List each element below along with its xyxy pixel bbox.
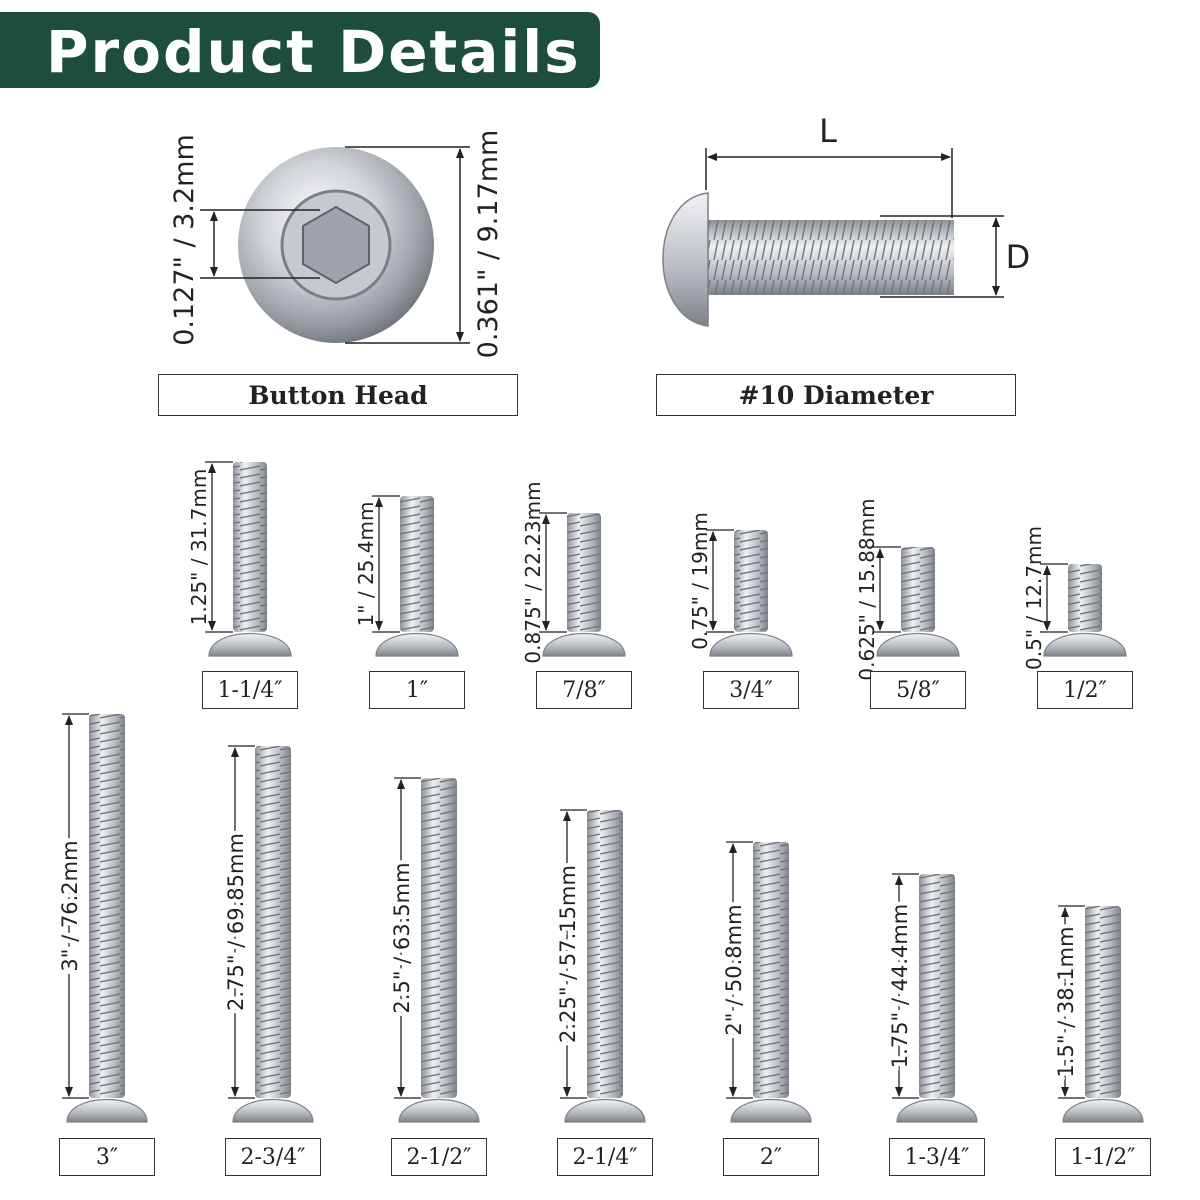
screw-thread	[1068, 564, 1102, 632]
screw-row1-1: 1.25" / 31.7mm	[187, 461, 292, 657]
screw-thread	[919, 874, 955, 1098]
screw-row2-1: 3" / 76.2mm	[54, 713, 148, 1123]
size-label-row1-4: 3/4″	[703, 671, 799, 709]
screw-head	[730, 1098, 812, 1123]
size-label-row1-2: 1″	[369, 671, 465, 709]
size-label-row2-4: 2-1/4″	[557, 1138, 653, 1176]
dim-text: 3" / 76.2mm	[58, 840, 82, 971]
screw-row2-2: 2.75" / 69.85mm	[220, 745, 314, 1123]
page-title: Product Details	[46, 18, 581, 86]
dim-text: 2.25" / 57.15mm	[556, 865, 580, 1043]
size-label-row1-1: 1-1/4″	[202, 671, 298, 709]
size-label-row1-3: 7/8″	[536, 671, 632, 709]
size-label-row2-2: 2-3/4″	[225, 1138, 321, 1176]
dim-text: 0.875" / 22.23mm	[521, 481, 545, 663]
screw-thread	[255, 746, 291, 1098]
row2-screws: 3" / 76.2mm 2.75" / 69.85mm 2.5" / 63.5mm 2…	[54, 713, 1144, 1123]
screw-thread	[753, 842, 789, 1098]
screw-row2-5: 2" / 50.8mm	[718, 841, 812, 1123]
screw-head	[876, 632, 960, 657]
screw-head	[208, 632, 292, 657]
screw-row2-7: 1.5" / 38.1mm	[1050, 905, 1144, 1123]
screw-thread	[587, 810, 623, 1098]
dim-text: 1" / 25.4mm	[354, 502, 378, 627]
size-label-row2-6: 1-3/4″	[889, 1138, 985, 1176]
dim-text: 1.75" / 44.4mm	[888, 904, 912, 1069]
screw-head	[896, 1098, 978, 1123]
screw-thread	[1085, 906, 1121, 1098]
screw-head	[564, 1098, 646, 1123]
screw-head	[375, 632, 459, 657]
head-dimension-text: 0.361" / 9.17mm	[473, 130, 504, 359]
hex-socket-icon	[302, 205, 370, 285]
screw-thread	[567, 513, 601, 632]
screw-head	[1043, 632, 1127, 657]
screw-head	[398, 1098, 480, 1123]
button-head-top-view: 0.127" / 3.2mm 0.361" / 9.17mm	[169, 130, 504, 359]
screw-row1-5: 0.625" / 15.88mm	[855, 498, 960, 681]
screw-head	[709, 632, 793, 657]
screw-row1-6: 0.5" / 12.7mm	[1022, 526, 1127, 670]
screw-head	[542, 632, 626, 657]
diameter-symbol: D	[1006, 238, 1031, 276]
screw-thread	[89, 714, 125, 1098]
screw-thread	[901, 547, 935, 632]
dim-text: 0.75" / 19mm	[688, 512, 712, 650]
screw-side-view: L D	[662, 112, 1031, 327]
header-banner: Product Details	[0, 12, 600, 88]
dim-text: 2" / 50.8mm	[722, 904, 746, 1035]
button-head-label: Button Head	[158, 374, 518, 416]
screw-thread	[421, 778, 457, 1098]
side-view-head	[662, 192, 709, 327]
dim-text: 1.25" / 31.7mm	[187, 469, 211, 626]
screw-thread	[233, 462, 267, 632]
screw-row1-4: 0.75" / 19mm	[688, 512, 793, 657]
diameter-label: #10 Diameter	[656, 374, 1016, 416]
screw-head	[66, 1098, 148, 1123]
row1-screws: 1.25" / 31.7mm 1" / 25.4mm 0.875" / 22.23m…	[187, 461, 1127, 681]
dim-text: 0.625" / 15.88mm	[855, 498, 879, 680]
screw-thread	[734, 530, 768, 632]
screw-row1-2: 1" / 25.4mm	[354, 495, 459, 657]
length-symbol: L	[819, 112, 837, 150]
size-label-row1-6: 1/2″	[1037, 671, 1133, 709]
screw-row2-6: 1.75" / 44.4mm	[884, 873, 978, 1123]
size-label-row2-7: 1-1/2″	[1055, 1138, 1151, 1176]
dim-text: 2.75" / 69.85mm	[224, 833, 248, 1011]
screw-row2-3: 2.5" / 63.5mm	[386, 777, 480, 1123]
screw-head	[1062, 1098, 1144, 1123]
size-label-row1-5: 5/8″	[870, 671, 966, 709]
screw-head	[232, 1098, 314, 1123]
size-label-row2-1: 3″	[59, 1138, 155, 1176]
dim-text: 2.5" / 63.5mm	[390, 862, 414, 1013]
size-label-row2-3: 2-1/2″	[391, 1138, 487, 1176]
dim-text: 1.5" / 38.1mm	[1054, 926, 1078, 1077]
size-label-row2-5: 2″	[723, 1138, 819, 1176]
screw-row1-3: 0.875" / 22.23mm	[521, 481, 626, 664]
socket-dimension-text: 0.127" / 3.2mm	[169, 134, 200, 346]
dim-text: 0.5" / 12.7mm	[1022, 526, 1046, 670]
screw-thread	[400, 496, 434, 632]
screw-row2-4: 2.25" / 57.15mm	[552, 809, 646, 1123]
